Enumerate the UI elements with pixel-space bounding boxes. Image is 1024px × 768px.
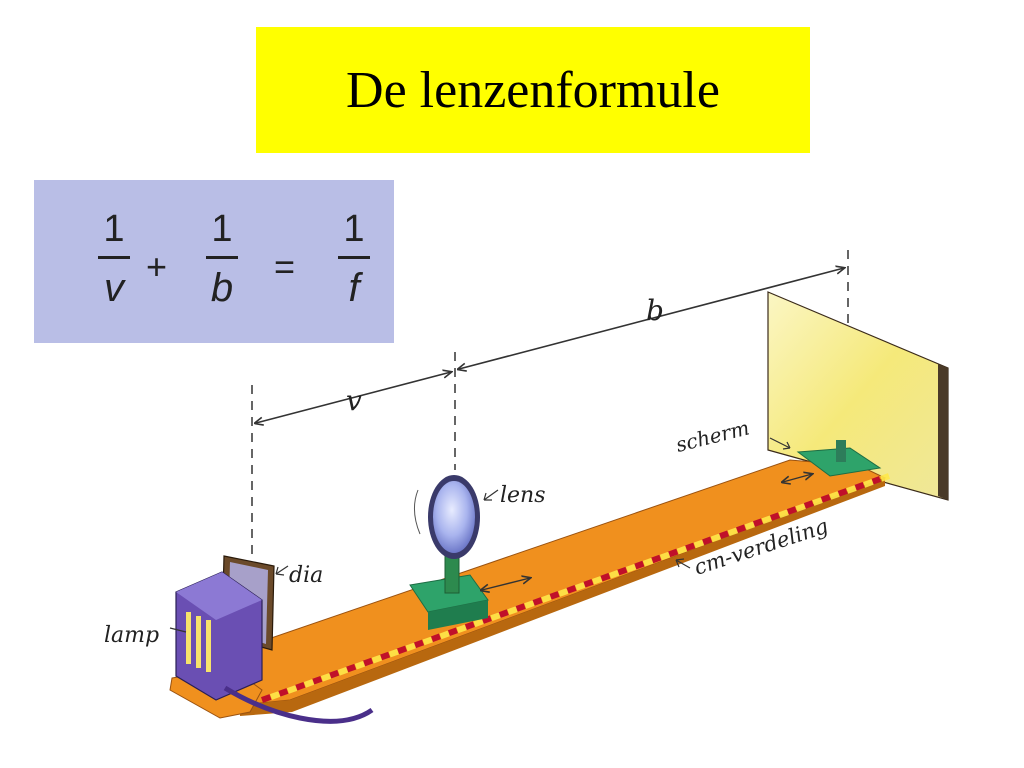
lens-motion-mark: [414, 489, 421, 535]
label-scherm: scherm: [673, 415, 751, 456]
equals-sign: =: [274, 246, 296, 287]
label-b: b: [646, 294, 664, 327]
cm-verdeling-pointer: [675, 558, 691, 569]
lens-formula: 1 v + 1 b = 1 f: [34, 180, 394, 343]
lens-pointer: [483, 489, 499, 501]
fraction-b-denominator: b: [210, 266, 234, 310]
v-distance-arrow: [256, 372, 451, 423]
fraction-b-numerator: 1: [211, 208, 233, 250]
dia-pointer: [275, 565, 289, 576]
screen-edge: [938, 364, 948, 500]
lens-glass: [433, 481, 475, 553]
lens-holder-front: [428, 600, 488, 630]
title-box: De lenzenformule: [256, 27, 810, 153]
cm-scale-yellow: [269, 473, 891, 700]
lamp-vent: [206, 620, 211, 672]
plus-sign: +: [146, 246, 168, 287]
lens-slide-arrow: [482, 578, 530, 590]
fraction-f-numerator: 1: [343, 208, 365, 250]
lamp-pointer: [169, 627, 187, 633]
lamp-vent: [196, 616, 201, 668]
scherm-pointer: [769, 437, 791, 450]
fraction-b: 1 b: [202, 208, 242, 311]
lamp-cable: [223, 685, 374, 724]
label-dia: dia: [289, 563, 323, 588]
screen-slide-arrow: [783, 474, 812, 482]
fraction-bar: [338, 256, 370, 259]
fraction-v-numerator: 1: [103, 208, 125, 250]
fraction-v: 1 v: [94, 208, 134, 311]
fraction-bar: [98, 256, 130, 259]
label-v: v: [346, 384, 362, 417]
page-title: De lenzenformule: [346, 61, 720, 119]
lamp-top: [176, 572, 262, 620]
cm-scale-red: [260, 476, 882, 703]
fraction-bar: [206, 256, 238, 259]
lamp-vent: [186, 612, 191, 664]
fraction-f: 1 f: [334, 208, 374, 311]
lens-stand: [444, 554, 460, 594]
fraction-v-denominator: v: [104, 266, 124, 310]
screen-stand: [836, 440, 846, 462]
fraction-f-denominator: f: [348, 266, 360, 310]
label-lamp: lamp: [104, 623, 159, 648]
b-distance-arrow: [459, 268, 844, 369]
label-lens: lens: [500, 483, 546, 508]
